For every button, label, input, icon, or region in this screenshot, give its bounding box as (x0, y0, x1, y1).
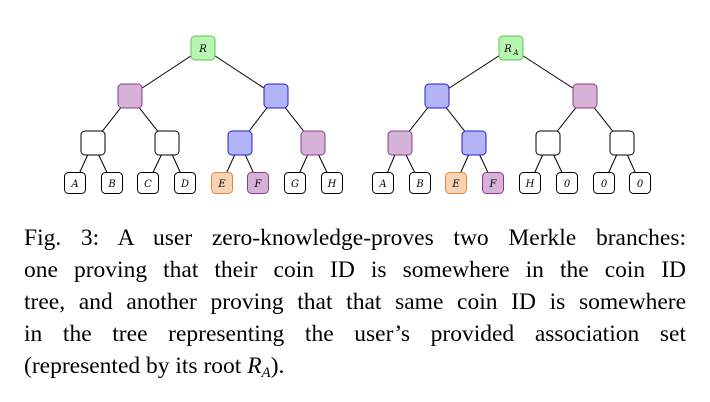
leaf-node (409, 172, 431, 194)
leaf-node (174, 172, 196, 194)
leaf-node (519, 172, 541, 194)
leaf-node-label: F (489, 179, 498, 190)
leaf-node (372, 172, 394, 194)
leaf-node (321, 172, 343, 194)
internal-node (572, 83, 598, 109)
leaf-node-label: A (70, 179, 78, 190)
leaf-node-label: D (180, 179, 189, 190)
leaf-node-label: 0 (601, 179, 608, 190)
leaf-node-label: B (107, 179, 115, 190)
leaf-node (629, 172, 651, 194)
leaf-node (101, 172, 123, 194)
leaf-node (137, 172, 159, 194)
leaf-node (482, 172, 504, 194)
root-node-subscript: A (512, 49, 518, 57)
internal-node (461, 130, 487, 156)
leaf-node-label: F (254, 179, 263, 190)
leaf-node-label: A (378, 179, 386, 190)
figure-caption: Fig. 3: A user zero-knowledge-proves two… (24, 222, 686, 389)
leaf-node (211, 172, 233, 194)
root-node (498, 35, 524, 61)
leaf-node (593, 172, 615, 194)
caption-line-2: one proving that their coin ID is somewh… (24, 257, 686, 283)
caption-line-1: Fig. 3: A user zero-knowledge-proves two… (24, 225, 686, 251)
leaf-node-label: H (525, 179, 535, 190)
internal-node (535, 130, 561, 156)
root-node-label: R (503, 44, 512, 55)
leaf-node-label: C (144, 179, 152, 190)
internal-node (387, 130, 413, 156)
leaf-node-label: H (327, 179, 337, 190)
caption-line-5: (represented by its root RA). (24, 350, 686, 389)
leaf-node (247, 172, 269, 194)
leaf-node-label: B (415, 179, 423, 190)
root-node (190, 35, 216, 61)
leaf-node-label: 0 (564, 179, 571, 190)
internal-node (80, 130, 106, 156)
caption-line-3: tree, and another proving that that same… (24, 289, 686, 315)
leaf-node-label: 0 (637, 179, 644, 190)
internal-node (424, 83, 450, 109)
caption-line-5-end: ). (270, 353, 285, 379)
leaf-node-label: E (451, 179, 460, 190)
leaf-node (284, 172, 306, 194)
leaf-node-label: E (217, 179, 226, 190)
caption-root-symbol: R (247, 353, 262, 379)
internal-node (300, 130, 326, 156)
root-node-label: R (198, 44, 207, 55)
internal-node (609, 130, 635, 156)
internal-node (227, 130, 253, 156)
caption-root-subscript: A (261, 365, 271, 381)
leaf-node-label: G (291, 179, 299, 190)
internal-node (263, 83, 289, 109)
coin-id-tree: R A B C D E F G H (64, 35, 343, 194)
leaf-node (556, 172, 578, 194)
caption-line-4: in the tree representing the user’s prov… (24, 321, 686, 347)
leaf-node (64, 172, 86, 194)
internal-node (154, 130, 180, 156)
caption-line-5-text: (represented by its root (24, 353, 248, 379)
internal-node (117, 83, 143, 109)
leaf-node (445, 172, 467, 194)
